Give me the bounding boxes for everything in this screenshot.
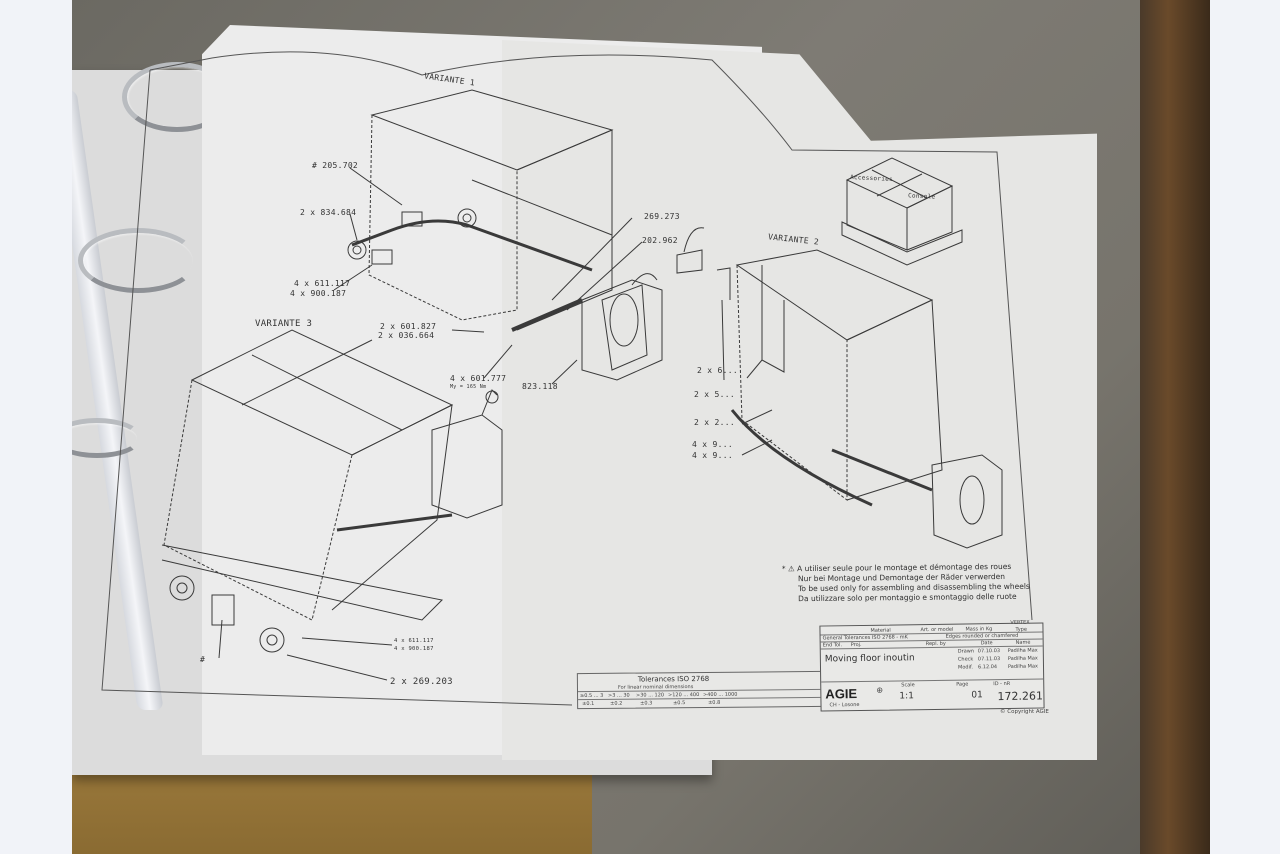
part-callout: 2 x 269.203 <box>390 677 453 687</box>
drawn-date: 07.10.03 <box>977 648 1001 655</box>
part-callout: 4 x 601.777 <box>450 374 507 383</box>
part-callout: 4 x 9... <box>692 440 733 449</box>
part-callout: 823.118 <box>522 382 558 391</box>
part-callout: 2 x 834.684 <box>300 208 357 217</box>
part-callout: 4 x 611.117 <box>294 279 351 288</box>
title-block: Material Art. or model Mass in Kg VERTEX… <box>819 619 1045 712</box>
wooden-edge <box>1140 0 1210 854</box>
modif-date: 6.12.04 <box>977 664 998 671</box>
projection-symbol-icon: ⊕ <box>876 685 884 695</box>
tolerance-value: ±0.1 <box>582 700 595 708</box>
drawing-number: 172.261 <box>997 689 1044 704</box>
tolerance-value: ±0.8 <box>708 699 721 706</box>
part-callout: 4 x 611.117 <box>394 638 434 644</box>
technical-drawing <box>101 51 1033 706</box>
part-callout: 4 x 900.187 <box>290 289 347 298</box>
part-callout: # <box>200 655 206 664</box>
torque-note: My = 165 Nm <box>450 384 487 390</box>
binder-ring-icon <box>72 418 142 458</box>
part-callout: 2 x 5... <box>694 390 735 399</box>
page-label: Page <box>956 681 969 688</box>
warning-triangle-icon: ⚠ <box>787 564 795 574</box>
variant-label: VARIANTE 3 <box>255 319 313 329</box>
part-callout: 269.273 <box>644 212 680 221</box>
drawing-title: Moving floor inoutin <box>824 653 915 665</box>
pallet-boxes-illustration <box>841 157 963 266</box>
tolerance-value: ±0.3 <box>640 700 653 707</box>
drawn-label: Drawn <box>957 648 975 655</box>
drawn-name: Padilha Max <box>1007 647 1038 654</box>
part-callout: 2 x 2... <box>694 418 735 427</box>
pallet-truck-illustration <box>511 273 663 381</box>
part-callout: 202.962 <box>642 236 678 245</box>
check-label: Check <box>957 656 974 663</box>
tolerance-value: ±0.5 <box>673 700 686 707</box>
variante-2-illustration <box>730 249 1003 549</box>
part-callout: 4 x 900.187 <box>394 646 434 652</box>
part-callout: 2 x 6... <box>697 366 738 375</box>
tolerances-table: Tolerances ISO 2768 For linear nominal d… <box>576 670 825 710</box>
copyright: © Copyright AGIE <box>1000 709 1049 715</box>
revision-label: VERTEX <box>1010 619 1030 626</box>
scale-label: Scale <box>901 682 915 689</box>
tolerances-title: Tolerances ISO 2768 <box>637 674 710 684</box>
id-label: ID - nR <box>993 680 1011 688</box>
note-marker: * <box>781 564 786 574</box>
part-callout: 4 x 9... <box>692 451 733 460</box>
usage-note: * ⚠ A utiliser seule pour le montage et … <box>782 562 1030 605</box>
modif-name: Padilha Max <box>1007 663 1039 670</box>
tolerance-value: ±0.2 <box>610 700 623 707</box>
variante-1-illustration <box>347 89 614 331</box>
pallet-box-label: Console <box>907 192 936 201</box>
sheet-number: 01 <box>971 690 983 701</box>
check-name: Padilha Max <box>1007 655 1038 662</box>
photo: VARIANTE 1 VARIANTE 2 VARIANTE 3 # 205.7… <box>72 0 1210 854</box>
modif-label: Modif. <box>957 664 973 671</box>
variante-3-illustration <box>161 329 503 653</box>
check-date: 07.11.03 <box>977 656 1001 663</box>
part-callout: # 205.702 <box>312 161 359 170</box>
company-location: CH - Losone <box>829 702 860 709</box>
scale-value: 1:1 <box>899 691 914 702</box>
part-callout: 2 x 601.827 <box>380 322 437 331</box>
agie-logo: AGIE <box>825 686 858 702</box>
part-callout: 2 x 036.664 <box>378 331 435 340</box>
